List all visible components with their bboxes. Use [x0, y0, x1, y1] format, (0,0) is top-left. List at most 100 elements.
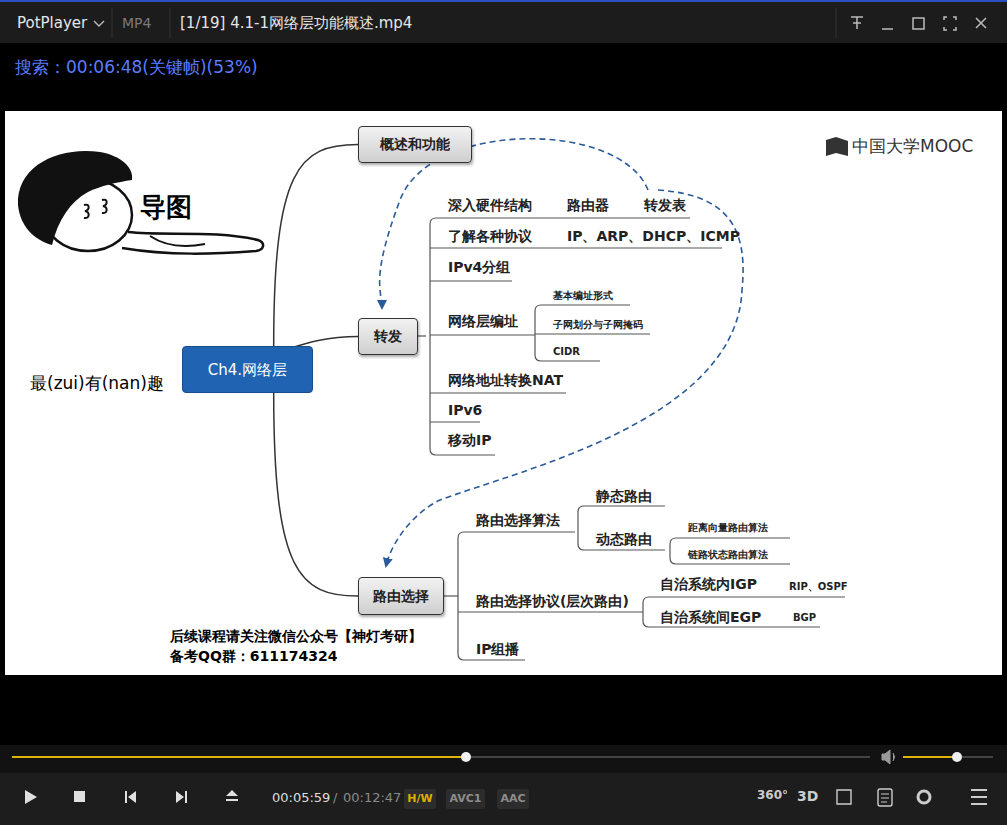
- sub-branch-label: 链路状态路由算法: [688, 549, 768, 561]
- branch-label: 自治系统间EGP: [660, 609, 761, 626]
- total-time: 00:12:47: [343, 790, 401, 806]
- branch-line: [430, 247, 722, 248]
- branch-label: IPv4分组: [448, 259, 510, 276]
- branch-line: [430, 334, 535, 335]
- control-bar: [0, 773, 1007, 825]
- branch-label: IPv6: [448, 402, 482, 419]
- dashed-arrow: [386, 190, 743, 566]
- sub-branch-label: 子网划分与子网掩码: [553, 319, 643, 331]
- branch-line: [430, 280, 512, 281]
- window-buttons: [851, 17, 986, 30]
- mooc-logo: [826, 137, 848, 156]
- node-text: 路由选择: [373, 588, 429, 605]
- app-name: PotPlayer: [17, 14, 87, 32]
- topic-box: 概述和功能: [358, 126, 472, 163]
- menu-icon: [971, 790, 987, 804]
- slide: [5, 111, 1002, 675]
- branch-label: IP、ARP、DHCP、ICMP: [567, 228, 740, 245]
- branch-label: 自治系统内IGP: [660, 576, 757, 593]
- seek-area: [0, 745, 1007, 773]
- branch-label: IP组播: [476, 641, 519, 658]
- node-text: Ch4.网络层: [208, 361, 287, 379]
- seek-progress: [12, 756, 466, 758]
- hair: [18, 151, 132, 245]
- branch-label: 转发表: [644, 197, 686, 214]
- separator: [170, 8, 171, 38]
- menu-chevron: [94, 21, 104, 26]
- separator: [112, 8, 113, 38]
- branch-label: 动态路由: [596, 531, 652, 548]
- volume-knob: [952, 752, 962, 762]
- seek-knob: [461, 752, 471, 762]
- volume-icon: [882, 750, 895, 764]
- window-title: [1/19] 4.1-1网络层功能概述.mp4: [180, 14, 412, 32]
- body: [122, 232, 263, 254]
- sub-branch-label: 基本编址形式: [553, 290, 613, 302]
- info-icon: [878, 789, 892, 806]
- branch-line: [578, 506, 665, 550]
- settings-icon: [918, 791, 930, 803]
- info-lines: [881, 794, 889, 802]
- root-topic-box: Ch4.网络层: [182, 346, 313, 393]
- time-separator: /: [333, 790, 337, 806]
- eye: [102, 200, 107, 213]
- node-text: AVC1: [449, 792, 481, 805]
- branch-label: 路由选择协议(层次路由): [476, 593, 629, 610]
- close-icon: [976, 18, 986, 28]
- node-text: 转发: [374, 328, 402, 345]
- play-icon: [25, 790, 37, 804]
- codec-badge: AAC: [497, 789, 529, 809]
- branch-label: 了解各种协议: [448, 228, 532, 245]
- branch-line: [418, 335, 426, 336]
- branch-label: 移动IP: [448, 432, 491, 449]
- footer-note: 备考QQ群：611174324: [170, 648, 337, 665]
- arm: [150, 236, 205, 246]
- branch-line: [535, 305, 630, 361]
- eye: [84, 205, 89, 218]
- current-time: 00:05:59: [272, 790, 330, 806]
- sub-branch-label: RIP、OSPF: [789, 581, 848, 593]
- branch-label: 网络地址转换NAT: [448, 372, 563, 389]
- footer-note: 后续课程请关注微信公众号【神灯考研】: [170, 628, 422, 645]
- branch-connector: [274, 393, 358, 596]
- maximize-icon: [913, 18, 924, 29]
- node-text: AAC: [500, 792, 525, 805]
- branch-line: [458, 611, 643, 612]
- sub-branch-label: BGP: [793, 612, 816, 624]
- vr-button: 360°: [757, 788, 788, 802]
- branch-line: [643, 597, 845, 627]
- dashed-arrow: [380, 139, 648, 308]
- watermark: 中国大学MOOC: [852, 136, 973, 156]
- branch-line: [430, 218, 690, 455]
- cartoon-figure: [18, 151, 263, 254]
- branch-line: [430, 392, 566, 393]
- node-text: H/W: [407, 792, 432, 805]
- title-accent: [0, 0, 1007, 2]
- branch-label: 路由选择算法: [476, 512, 560, 529]
- 3d-button: 3D: [797, 788, 818, 805]
- topic-box: 转发: [358, 318, 418, 355]
- fullscreen-icon: [944, 17, 956, 30]
- branch-line: [430, 421, 480, 422]
- branch-label: 静态路由: [596, 488, 652, 505]
- codec-badge: H/W: [404, 789, 436, 809]
- playlist-search-icon: [837, 790, 851, 804]
- sub-branch-label: CIDR: [553, 346, 580, 358]
- branch-line: [670, 538, 790, 564]
- branch-line: [535, 333, 650, 334]
- prev-icon: [125, 791, 136, 803]
- format-tag: MP4: [122, 15, 151, 32]
- branch-label: 路由器: [567, 197, 609, 214]
- codec-badge: AVC1: [446, 789, 485, 809]
- branch-connector: [274, 145, 358, 347]
- branch-label: 深入硬件结构: [448, 197, 532, 214]
- pin-icon: [851, 17, 863, 29]
- topic-box: 路由选择: [358, 577, 444, 615]
- volume-rest: [957, 756, 993, 758]
- minimize-icon: [882, 28, 893, 30]
- eject-icon: [226, 790, 238, 801]
- branch-lines: [418, 218, 845, 660]
